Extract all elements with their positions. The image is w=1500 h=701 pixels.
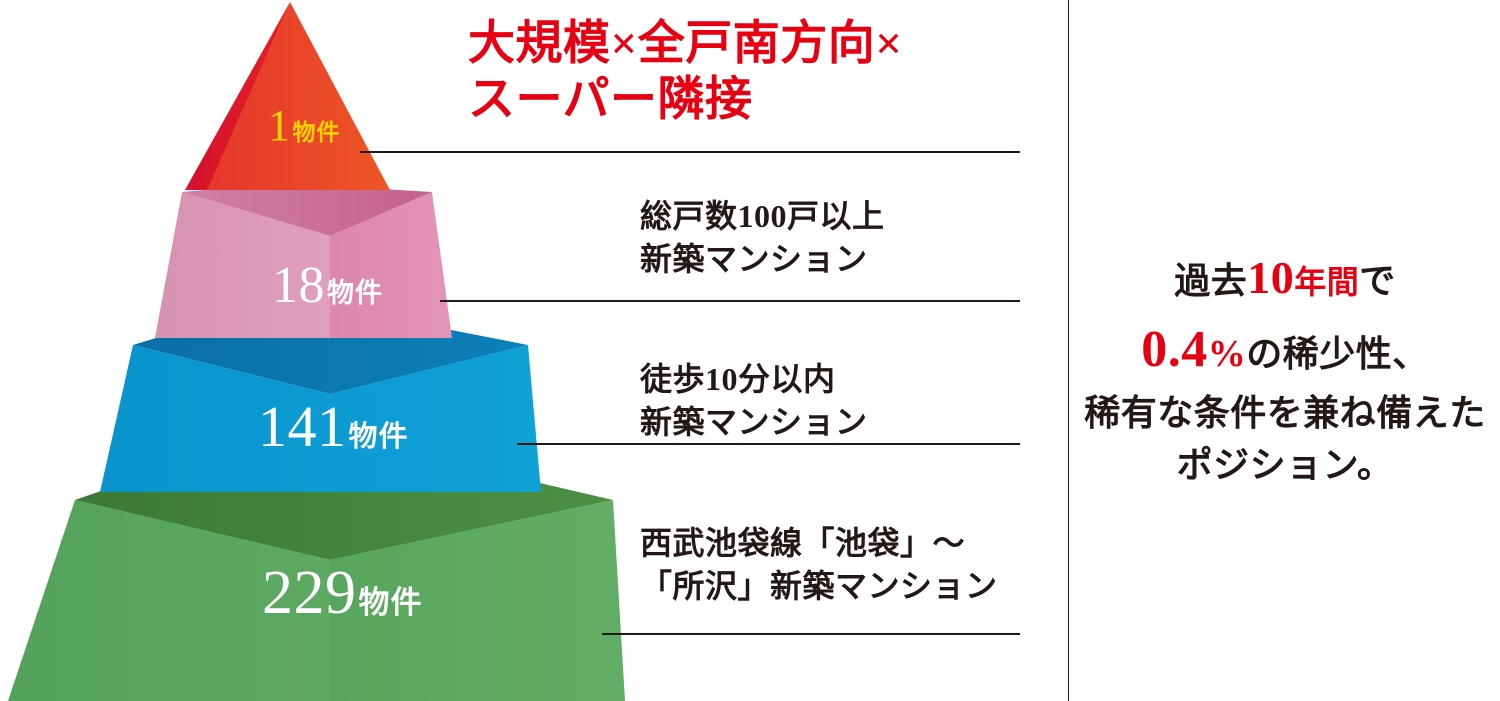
tier-apex-front-face	[207, 2, 390, 190]
summary-line2-suffix: の稀少性、	[1246, 333, 1429, 374]
tier-pink-front-face	[330, 192, 452, 338]
summary-line-4: ポジション。	[1176, 445, 1394, 486]
summary-rate-percent: %	[1207, 332, 1247, 375]
vertical-divider	[1068, 0, 1069, 701]
summary-line-1: 過去10年間で	[1070, 245, 1500, 312]
leader-line-pink	[440, 300, 1020, 302]
tier-green-front-face	[330, 500, 625, 701]
tier-blue-left-face	[100, 345, 330, 492]
tier-blue-front-face	[330, 345, 541, 492]
leader-line-blue	[517, 443, 1020, 445]
summary-panel: 過去10年間で 0.4%の稀少性、 稀有な条件を兼ね備えた ポジション。	[1070, 245, 1500, 491]
summary-line1-prefix: 過去	[1174, 261, 1248, 301]
tier-description-blue: 徒歩10分以内 新築マンション	[640, 361, 868, 441]
tier-pink-top-face	[182, 183, 432, 236]
pyramid-tier-apex	[185, 2, 390, 190]
summary-rate-number: 0.4	[1141, 320, 1208, 378]
headline-title: 大規模×全戸南方向× スーパー隣接	[468, 18, 903, 127]
pyramid-chart	[8, 2, 625, 701]
summary-line-2: 0.4%の稀少性、	[1070, 312, 1500, 387]
summary-years-unit: 年間	[1294, 264, 1360, 300]
pyramid-tier-pink	[155, 183, 452, 338]
summary-line1-suffix: で	[1359, 261, 1396, 301]
summary-years-number: 10	[1247, 252, 1295, 303]
leader-line-apex	[360, 151, 1020, 153]
tier-pink-left-face	[155, 192, 330, 338]
tier-green-left-face	[8, 500, 330, 701]
leader-line-green	[602, 633, 1020, 635]
tier-description-green: 西武池袋線「池袋」〜 「所沢」新築マンション	[640, 525, 998, 605]
tier-description-pink: 総戸数100戸以上 新築マンション	[640, 198, 885, 278]
summary-line-3: 稀有な条件を兼ね備えた	[1084, 393, 1486, 434]
